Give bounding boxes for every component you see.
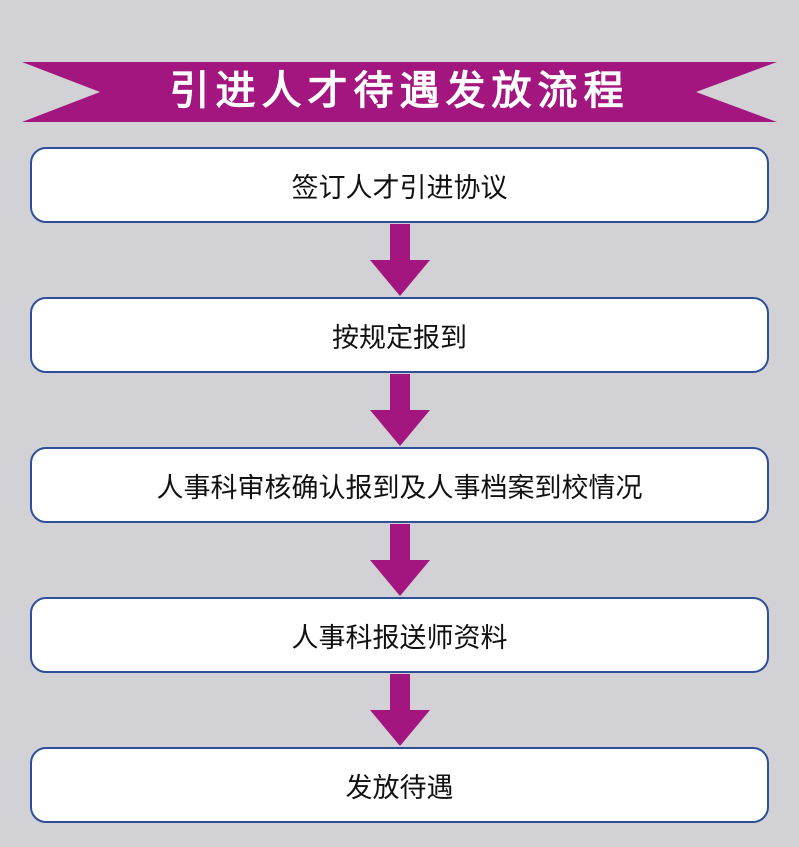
step-label: 发放待遇: [345, 772, 454, 804]
page-title: 引进人才待遇发放流程: [169, 68, 630, 114]
title-banner: [22, 62, 777, 122]
step-label: 按规定报到: [332, 322, 467, 354]
banner-ribbon: [22, 62, 777, 122]
step-label: 人事科报送师资料: [291, 622, 508, 654]
down-arrow-icon: [370, 674, 430, 746]
step-label: 人事科审核确认报到及人事档案到校情况: [156, 472, 643, 504]
step-box-1: 签订人才引进协议: [30, 147, 769, 223]
step-label: 签订人才引进协议: [291, 172, 508, 204]
step-box-3: 人事科审核确认报到及人事档案到校情况: [30, 447, 769, 523]
down-arrow-icon: [370, 224, 430, 296]
down-arrow-icon: [370, 524, 430, 596]
step-box-2: 按规定报到: [30, 297, 769, 373]
step-box-4: 人事科报送师资料: [30, 597, 769, 673]
down-arrow-icon: [370, 374, 430, 446]
step-box-5: 发放待遇: [30, 747, 769, 823]
